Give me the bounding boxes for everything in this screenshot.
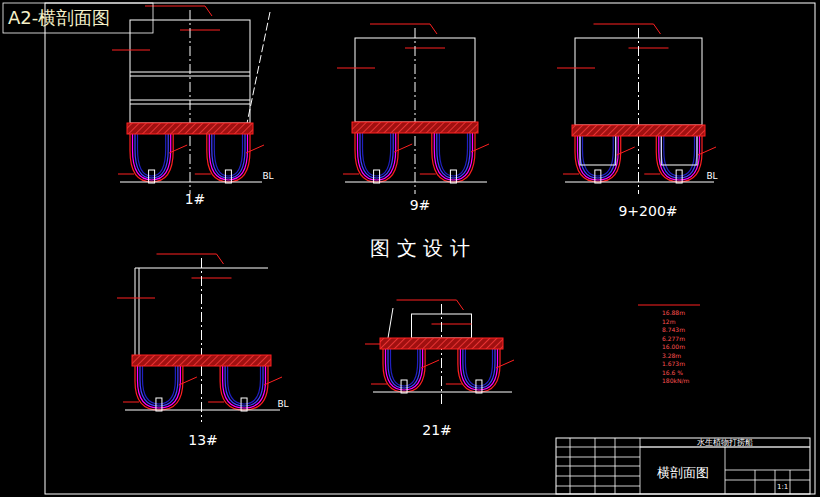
table-cell: 6.277m xyxy=(662,336,685,342)
cell-text: 水生植物打捞船 xyxy=(697,439,753,447)
baseline-mark: BL xyxy=(706,172,717,181)
hull-section xyxy=(117,254,282,422)
hull-section xyxy=(112,6,270,194)
title-frame xyxy=(3,3,153,33)
sheet-title: A2-横剖面图 xyxy=(8,9,110,27)
section-number: 13# xyxy=(188,433,218,447)
cell-text: 1:1 xyxy=(777,484,788,491)
table-cell: 180kN/m xyxy=(662,378,689,384)
table-rule xyxy=(638,305,700,306)
table-cell: 16.00m xyxy=(662,344,685,350)
section-number: 1# xyxy=(185,192,206,206)
table-cell: 16.88m xyxy=(662,310,685,316)
section-number: 21# xyxy=(422,423,452,437)
table-cell: 3.28m xyxy=(662,353,681,359)
sheet-border xyxy=(45,3,815,494)
hull-section xyxy=(365,300,514,404)
watermark: 图 文 设 计 xyxy=(370,238,469,258)
table-cell: 1.673m xyxy=(662,361,685,367)
section-number: 9+200# xyxy=(618,204,677,218)
title-cell: 水生植物打捞船 xyxy=(640,438,810,448)
cell-text: 横剖面图 xyxy=(657,466,709,479)
hull-section xyxy=(557,24,716,194)
table-cell: 12m xyxy=(662,319,675,325)
baseline-mark: BL xyxy=(277,400,288,409)
title-cell: 1:1 xyxy=(775,480,790,494)
hull-section xyxy=(337,24,489,194)
baseline-mark: BL xyxy=(262,172,273,181)
section-number: 9# xyxy=(410,198,431,212)
title-cell: 横剖面图 xyxy=(640,457,725,487)
table-cell: 8.743m xyxy=(662,327,685,333)
table-cell: 16.6 % xyxy=(662,370,683,376)
title-block xyxy=(556,438,810,494)
